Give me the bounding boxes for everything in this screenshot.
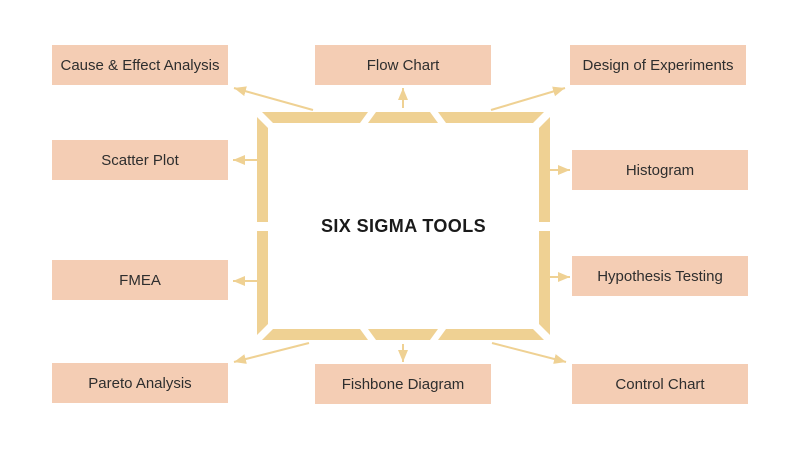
tool-label: Cause & Effect Analysis: [60, 56, 220, 74]
frame-right-upper-segment: [539, 117, 550, 222]
tool-label: Scatter Plot: [101, 151, 179, 169]
frame-right-lower-segment: [539, 231, 550, 335]
tool-box-flow-chart: Flow Chart: [315, 45, 491, 85]
tool-label: Hypothesis Testing: [597, 267, 723, 285]
tool-box-design-of-experiments: Design of Experiments: [570, 45, 746, 85]
tool-label: Control Chart: [615, 375, 705, 393]
tool-label: Flow Chart: [366, 56, 440, 74]
arrow-to-design-of-experiments: [490, 86, 566, 111]
arrow-to-cause-effect-analysis: [233, 86, 314, 111]
segmented-frame: [257, 112, 550, 340]
arrows: [233, 86, 570, 364]
frame-left-upper-segment: [257, 117, 268, 222]
tool-label: FMEA: [119, 271, 161, 289]
tool-box-control-chart: Control Chart: [572, 364, 748, 404]
tool-box-hypothesis-testing: Hypothesis Testing: [572, 256, 748, 296]
tool-box-scatter-plot: Scatter Plot: [52, 140, 228, 180]
tool-box-fishbone-diagram: Fishbone Diagram: [315, 364, 491, 404]
tool-box-cause-effect-analysis: Cause & Effect Analysis: [52, 45, 228, 85]
tool-box-histogram: Histogram: [572, 150, 748, 190]
frame-left-lower-segment: [257, 231, 268, 335]
frame-top-keystone-segment: [368, 112, 438, 123]
tool-box-pareto-analysis: Pareto Analysis: [52, 363, 228, 403]
frame-top-left-segment: [262, 112, 368, 123]
arrow-to-control-chart: [491, 342, 567, 364]
tool-box-fmea: FMEA: [52, 260, 228, 300]
diagram-title: SIX SIGMA TOOLS: [320, 215, 487, 236]
arrow-to-pareto-analysis: [233, 342, 310, 364]
frame-bottom-left-segment: [262, 329, 368, 340]
tool-label: Fishbone Diagram: [341, 375, 465, 393]
frame-top-right-segment: [438, 112, 544, 123]
frame-bottom-keystone-segment: [368, 329, 438, 340]
tool-label: Histogram: [625, 161, 695, 179]
tool-label: Design of Experiments: [582, 56, 734, 74]
frame-bottom-right-segment: [438, 329, 544, 340]
tool-label: Pareto Analysis: [88, 374, 192, 392]
